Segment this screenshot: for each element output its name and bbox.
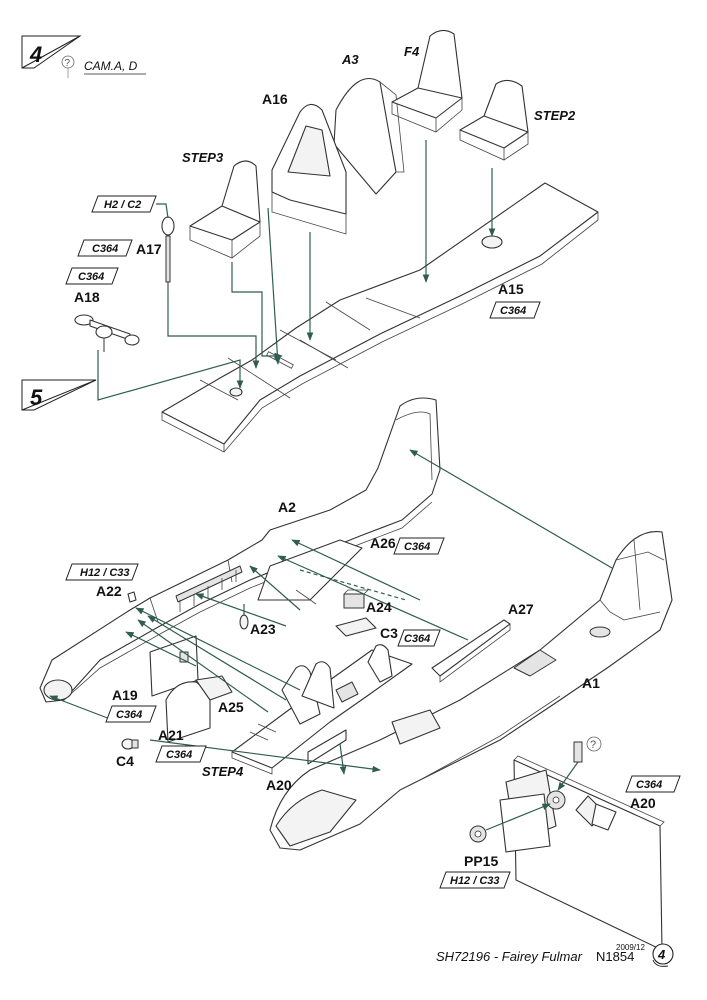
part-a17-stick [161,216,175,290]
paint-code-pp15: H12 / C33 [439,871,511,889]
part-a1-fuselage-right [269,531,673,851]
step4-number: 4 [29,42,42,67]
paint-code-a17: C364 [77,239,133,257]
part-a22 [127,591,137,603]
footer-kit: SH72196 - Fairey Fulmar [436,949,583,964]
paint-code-a18: C364 [65,267,119,285]
question-icon: ? [586,736,602,752]
paint-code-a21: C364 [155,745,207,763]
svg-text:?: ? [65,58,71,69]
part-cockpit-floor [231,644,413,775]
page-number-badge: 4 [652,943,674,967]
part-a24 [343,589,369,609]
part-pp15 [469,825,487,843]
label-a23: A23 [250,621,276,637]
label-a17: A17 [136,241,162,257]
inset-a20-pp15: ? [469,736,665,951]
question-icon: ? [61,55,75,78]
part-a20-panel [307,729,347,765]
svg-text:H12 / C33: H12 / C33 [80,567,130,579]
svg-text:C364: C364 [500,305,526,317]
label-a22: A22 [96,583,122,599]
label-pp15: PP15 [464,853,498,869]
paint-code-a15: C364 [489,301,541,319]
part-step3-seat [189,160,261,259]
label-step3: STEP3 [182,150,224,165]
svg-text:C364: C364 [116,709,142,721]
svg-text:H12 / C33: H12 / C33 [450,875,500,887]
part-c4 [121,738,139,750]
svg-text:C364: C364 [92,243,118,255]
paint-code-c3: C364 [397,629,441,647]
step5-header: 5 [21,379,97,411]
svg-text:C364: C364 [404,541,430,553]
svg-text:C364: C364 [404,633,430,645]
label-a25: A25 [218,699,244,715]
label-step4: STEP4 [202,764,244,779]
part-f4-seat [391,29,463,133]
step4-note: CAM.A, D [84,59,138,73]
label-a27: A27 [508,601,534,617]
label-a24: A24 [366,599,392,615]
upper-assembly [74,29,599,453]
step4-header: 4 ? CAM.A, D [21,35,146,78]
paint-code-a22: H12 / C33 [65,563,139,581]
label-f4: F4 [404,44,420,59]
part-a23 [239,614,249,630]
part-a25 [165,675,233,743]
label-step2: STEP2 [534,108,576,123]
lower-assembly [39,397,673,851]
part-a27 [431,619,511,683]
part-a18-pedals [74,314,140,352]
svg-text:C364: C364 [166,749,192,761]
part-a16 [271,103,347,235]
label-a1: A1 [582,675,600,691]
label-a15: A15 [498,281,524,297]
part-step2-seat [459,79,529,249]
svg-text:C364: C364 [636,779,662,791]
label-a26: A26 [370,535,396,551]
footer: 2009/12 SH72196 - Fairey Fulmar N1854 4 [436,943,674,967]
paint-code-inset-a20: C364 [625,775,681,793]
label-inset-a20: A20 [630,795,656,811]
part-a3 [333,77,405,195]
step5-number: 5 [30,385,43,410]
paint-code-a17-top: H2 / C2 [91,195,157,213]
footer-date: 2009/12 [616,943,645,952]
svg-text:C364: C364 [78,271,104,283]
label-a3: A3 [341,52,359,67]
paint-code-a26: C364 [393,537,445,555]
svg-text:?: ? [590,739,596,751]
label-c3: C3 [380,625,398,641]
svg-text:H2 / C2: H2 / C2 [104,199,141,211]
label-a21: A21 [158,727,184,743]
label-a16: A16 [262,91,288,107]
label-a18: A18 [74,289,100,305]
label-a19: A19 [112,687,138,703]
paint-code-a19: C364 [105,705,157,723]
label-a20: A20 [266,777,292,793]
label-c4: C4 [116,753,134,769]
label-a2: A2 [278,499,296,515]
page-number: 4 [657,947,666,962]
part-c3 [335,617,377,637]
footer-serial: N1854 [596,949,634,964]
